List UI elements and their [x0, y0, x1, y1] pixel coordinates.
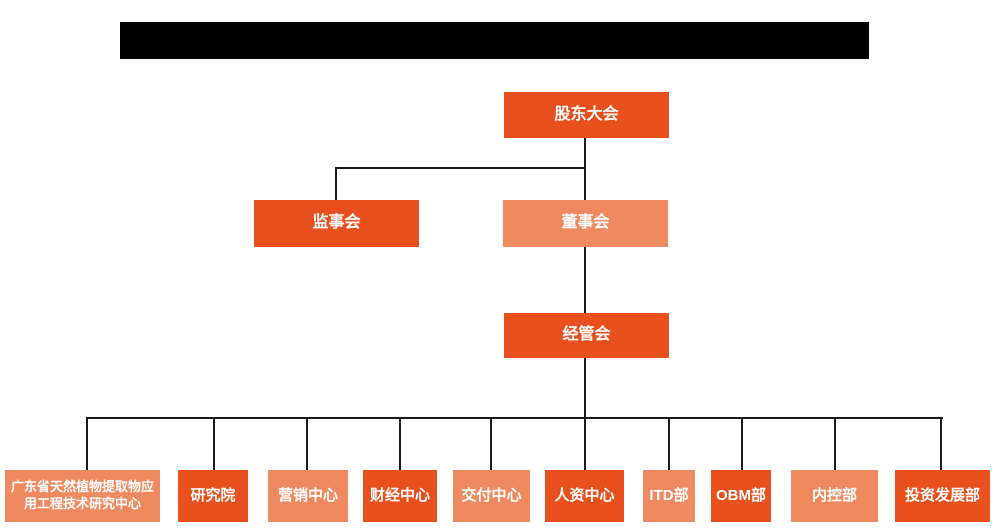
org-node-label: 董事会 [561, 214, 610, 232]
connector-directors-to-management [584, 247, 586, 313]
connector-drop-dept-4 [399, 417, 401, 470]
org-node-gd-natural-plant-extract-research-center: 广东省天然植物提取物应用工程技术研究中心 [5, 470, 160, 522]
org-node-research-institute: 研究院 [178, 470, 248, 522]
org-node-label: 研究院 [190, 487, 236, 505]
org-node-marketing-center: 营销中心 [268, 470, 348, 522]
connector-drop-dept-10 [940, 417, 942, 470]
org-node-label: 监事会 [312, 214, 361, 232]
org-node-label: 人资中心 [554, 487, 615, 505]
org-node-label: 交付中心 [461, 487, 522, 505]
org-node-finance-center: 财经中心 [363, 470, 437, 522]
connector-drop-dept-2 [213, 417, 215, 470]
connector-management-to-bus [584, 356, 586, 418]
org-node-delivery-center: 交付中心 [453, 470, 530, 522]
connector-root-to-branch [584, 138, 586, 200]
connector-drop-supervisory [335, 167, 337, 200]
connector-drop-dept-9 [834, 417, 836, 470]
connector-drop-dept-1 [86, 417, 88, 470]
connector-drop-dept-8 [741, 417, 743, 470]
org-node-label: 内控部 [811, 487, 857, 505]
org-node-label: 投资发展部 [904, 487, 980, 505]
redacted-title-bar [120, 22, 869, 59]
connector-drop-dept-7 [668, 417, 670, 470]
org-node-label: 广东省天然植物提取物应用工程技术研究中心 [10, 479, 154, 511]
org-node-label: OBM部 [716, 487, 766, 505]
org-node-hr-center: 人资中心 [545, 470, 624, 522]
org-node-itd-department: ITD部 [643, 470, 695, 522]
org-node-obm-department: OBM部 [711, 470, 771, 522]
org-node-investment-development-department: 投资发展部 [895, 470, 990, 522]
org-node-label: ITD部 [649, 487, 689, 505]
org-node-label: 股东大会 [554, 105, 619, 123]
org-node-label: 经管会 [562, 326, 611, 344]
org-node-internal-control-department: 内控部 [791, 470, 878, 522]
org-node-shareholders-meeting: 股东大会 [504, 92, 669, 138]
connector-drop-dept-5 [490, 417, 492, 470]
connector-branch-horizontal [335, 167, 586, 169]
connector-bus-horizontal [86, 417, 943, 419]
org-node-label: 财经中心 [369, 487, 430, 505]
connector-drop-dept-6 [584, 417, 586, 470]
org-node-label: 营销中心 [277, 487, 338, 505]
org-node-management-committee: 经管会 [504, 313, 669, 358]
org-node-board-of-directors: 董事会 [503, 200, 668, 247]
org-node-supervisory-board: 监事会 [254, 200, 419, 247]
connector-drop-dept-3 [306, 417, 308, 470]
